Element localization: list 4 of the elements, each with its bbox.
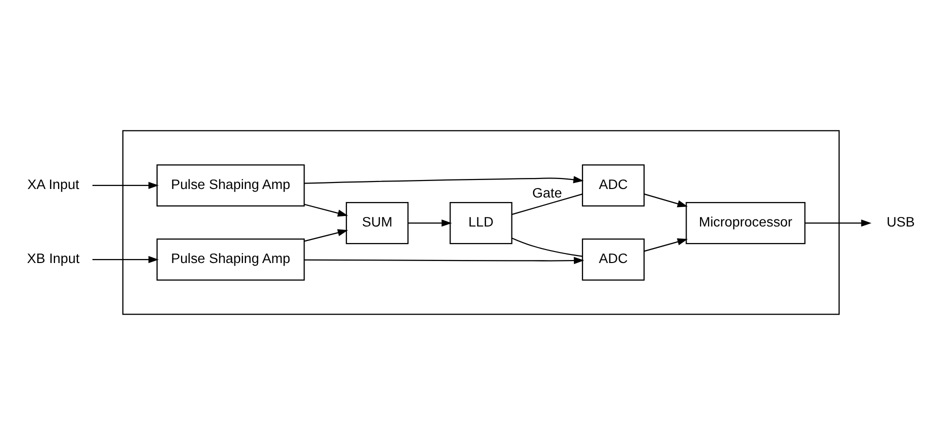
node-text: USB — [886, 214, 915, 230]
edge-label: Gate — [532, 185, 562, 200]
node-text: XA Input — [27, 176, 80, 192]
node-text: XB Input — [27, 250, 80, 266]
